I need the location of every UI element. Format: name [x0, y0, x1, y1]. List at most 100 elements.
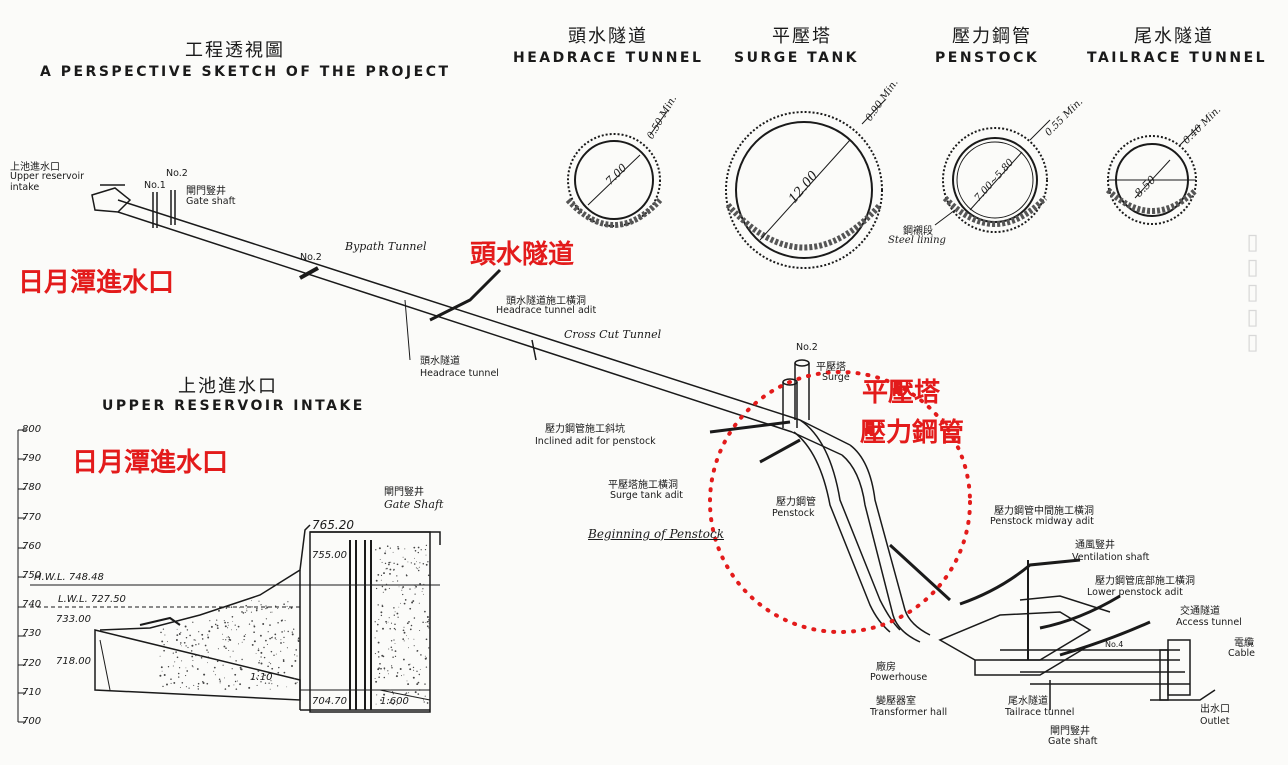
- label-el718: 718.00: [56, 656, 91, 667]
- elevation-tick-label: 700: [22, 716, 42, 727]
- label-gate-shaft2-zh: 閘門豎井: [384, 487, 424, 498]
- surge-tank-cross-section: [725, 99, 886, 269]
- label-gate2-en: Gate shaft: [1048, 736, 1098, 747]
- label-slope2: 1:600: [380, 696, 409, 707]
- label-beginning-penstock: Beginning of Penstock: [588, 527, 725, 541]
- label-no4: No.4: [1105, 640, 1124, 649]
- headrace-tunnel-line: [91, 184, 931, 643]
- label-access-zh: 交通隧道: [1180, 606, 1220, 617]
- label-no1: No.1: [144, 180, 166, 191]
- label-penstock-zh: 壓力鋼管: [776, 497, 816, 508]
- label-vent-zh: 通風豎井: [1075, 540, 1115, 551]
- section-title-en-4: TAILRACE TUNNEL: [1087, 50, 1268, 66]
- label-el755: 755.00: [312, 550, 347, 561]
- label-surge-adit-zh: 平壓塔施工橫洞: [608, 480, 678, 491]
- label-cable-zh: 電纜: [1234, 638, 1254, 649]
- elevation-tick-label: 720: [22, 657, 42, 669]
- section-title-en-1: HEADRACE TUNNEL: [513, 50, 704, 66]
- title-en: A PERSPECTIVE SKETCH OF THE PROJECT: [40, 64, 451, 80]
- section-title-zh-1: 頭水隧道: [568, 26, 648, 47]
- intake-title-zh: 上池進水口: [178, 376, 278, 397]
- label-lower-en: Lower penstock adit: [1087, 587, 1183, 598]
- elevation-tick-label: 730: [22, 628, 42, 640]
- label-gate-shaft-zh: 閘門豎井: [186, 186, 226, 197]
- label-gate-shaft2-en: Gate Shaft: [384, 498, 444, 511]
- label-headrace-zh: 頭水隧道: [420, 356, 460, 367]
- elevation-tick-label: 740: [22, 599, 42, 611]
- steel-lining-en: Steel lining: [888, 235, 946, 246]
- label-headrace-adit-zh: 頭水隧道施工橫洞: [506, 296, 586, 307]
- steel-lining-zh: 鋼襯段: [903, 226, 933, 237]
- label-incl-adit-zh: 壓力鋼管施工斜坑: [545, 424, 625, 435]
- headrace-cross-section: [565, 109, 669, 228]
- label-crosscut: Cross Cut Tunnel: [564, 328, 662, 341]
- label-transformer-zh: 變壓器室: [876, 696, 916, 707]
- elevation-tick-label: 780: [22, 482, 42, 494]
- label-powerhouse-zh: 廠房: [876, 662, 896, 673]
- label-slope1: 1:10: [250, 672, 273, 683]
- label-penstock-en: Penstock: [772, 508, 815, 519]
- tailrace-cross-section: [1105, 124, 1201, 225]
- label-access-en: Access tunnel: [1176, 617, 1242, 628]
- label-upper-intake-en1: Upper reservoir: [10, 171, 85, 182]
- label-incl-adit-en: Inclined adit for penstock: [535, 436, 656, 447]
- label-powerhouse-en: Powerhouse: [870, 672, 928, 683]
- label-outlet-en: Outlet: [1200, 716, 1230, 727]
- label-transformer-en: Transformer hall: [870, 707, 948, 718]
- label-upper-intake-zh: 上池進水口: [10, 162, 60, 173]
- section-title-en-3: PENSTOCK: [935, 50, 1040, 66]
- label-tailrace-en: Tailrace tunnel: [1005, 707, 1075, 718]
- label-gate2-zh: 閘門豎井: [1050, 726, 1090, 737]
- label-el733: 733.00: [56, 614, 91, 625]
- section-title-zh-2: 平壓塔: [772, 26, 832, 47]
- adits: [299, 266, 1151, 657]
- stipple-fill: [159, 544, 431, 706]
- label-midway-en: Penstock midway adit: [990, 516, 1094, 527]
- elevation-tick-label: 790: [22, 453, 42, 465]
- label-tailrace-zh: 尾水隧道: [1008, 696, 1048, 707]
- label-upper-intake-en2: intake: [10, 182, 40, 193]
- label-surge-zh: 平壓塔: [816, 362, 846, 373]
- label-headrace-en: Headrace tunnel: [420, 368, 499, 379]
- label-headrace-adit-en: Headrace tunnel adit: [496, 305, 597, 316]
- label-no2: No.2: [166, 168, 188, 179]
- label-vent-en: Ventilation shaft: [1072, 552, 1150, 563]
- red-label-sun-moon-lake-1: 日月潭進水口: [18, 268, 175, 298]
- red-label-surge: 平壓塔: [862, 378, 941, 408]
- section-title-zh-3: 壓力鋼管: [952, 26, 1032, 47]
- elevation-tick-label: 800: [22, 424, 42, 435]
- section-title-zh-4: 尾水隧道: [1134, 26, 1214, 47]
- gate-shafts: [152, 190, 176, 228]
- label-hwl: H.W.L. 748.48: [34, 572, 104, 583]
- label-midway-zh: 壓力鋼管中間施工橫洞: [994, 506, 1094, 517]
- red-label-sun-moon-lake-2: 日月潭進水口: [72, 448, 229, 478]
- red-label-headrace: 頭水隧道: [470, 240, 575, 270]
- label-surge-en: Surge: [822, 372, 850, 383]
- label-lwl: L.W.L. 727.50: [58, 594, 126, 605]
- penstock-cross-section: [934, 119, 1051, 233]
- highlight-circle: [708, 370, 972, 634]
- intake-title-en: UPPER RESERVOIR INTAKE: [102, 398, 365, 414]
- label-el7047: 704.70: [312, 696, 347, 707]
- label-gate-shaft-en: Gate shaft: [186, 196, 236, 207]
- section-title-en-2: SURGE TANK: [734, 50, 860, 66]
- label-el7652: 765.20: [312, 518, 354, 532]
- elevation-tick-label: 770: [22, 511, 42, 523]
- label-lower-zh: 壓力鋼管底部施工橫洞: [1095, 576, 1195, 587]
- label-cable-en: Cable: [1228, 648, 1255, 659]
- red-label-penstock: 壓力鋼管: [860, 418, 965, 448]
- label-surge-adit-en: Surge tank adit: [610, 490, 683, 501]
- label-bypath-no: No.2: [300, 252, 322, 263]
- title-zh: 工程透視圖: [185, 40, 285, 61]
- label-bypath: Bypath Tunnel: [345, 240, 427, 253]
- label-outlet-zh: 出水口: [1200, 704, 1230, 715]
- surge-tank-shafts: [782, 359, 810, 428]
- label-surge-no: No.2: [796, 342, 818, 353]
- elevation-tick-label: 760: [22, 540, 42, 552]
- elevation-tick-label: 750: [22, 570, 42, 581]
- intake-section-drawing: [17, 429, 441, 723]
- powerhouse-complex: [938, 595, 1216, 710]
- elevation-tick-label: 710: [22, 686, 42, 698]
